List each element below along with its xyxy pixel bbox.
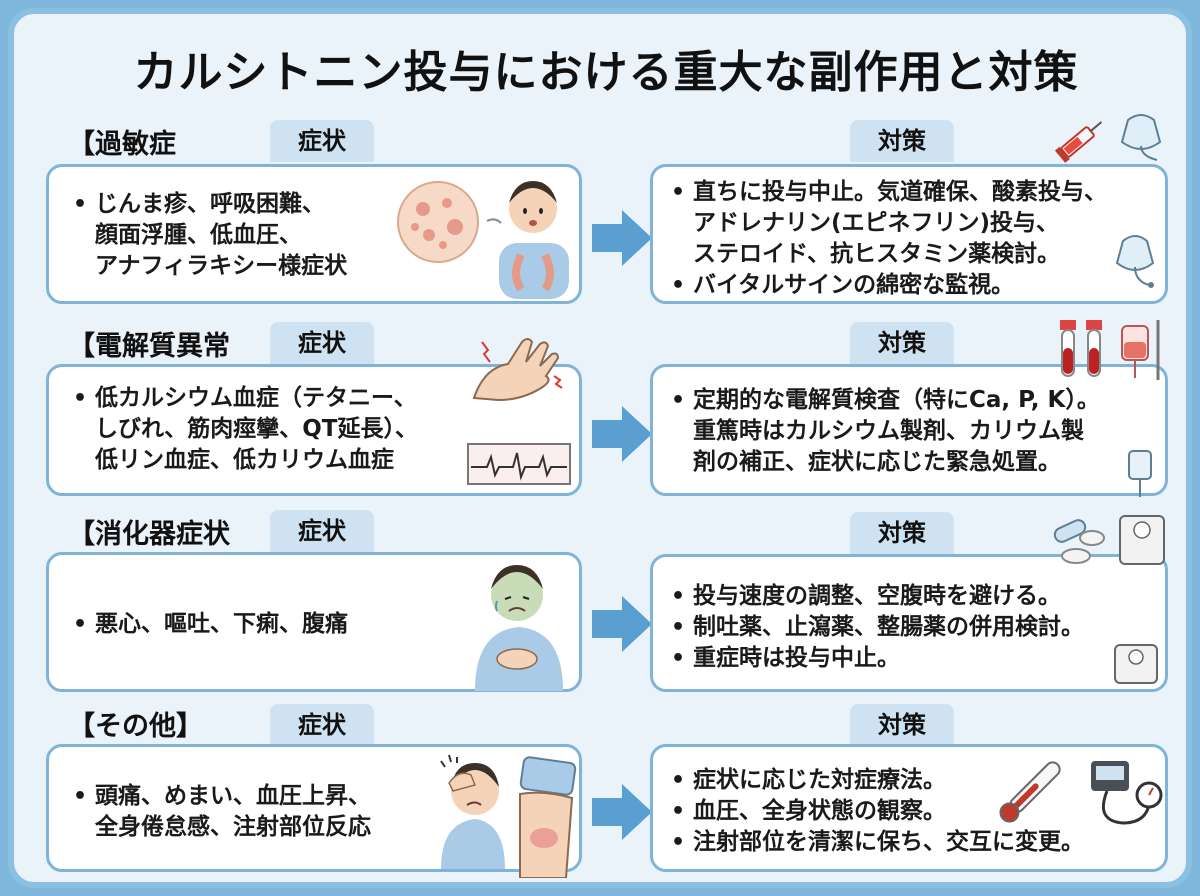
- symptom-tab: 症状: [270, 510, 374, 552]
- blood-pressure-monitor-icon: [1091, 761, 1163, 825]
- symptom-panel-gastrointestinal: 悪心、嘔吐、下痢、腹痛: [46, 552, 582, 692]
- injection-site-arm-icon: [519, 756, 577, 878]
- measure-item: 定期的な電解質検査（特にCa, P, K）。 重篤時はカルシウム製剤、カリウム製…: [667, 385, 1100, 478]
- blood-tube-icon: [1060, 320, 1102, 377]
- symptom-item: 低カルシウム血症（テタニー、 しびれ、筋肉痙攣、QT延長）、 低リン血症、低カリ…: [69, 383, 418, 476]
- weight-scale-icon: [1114, 644, 1158, 684]
- measure-tab: 対策: [850, 704, 954, 746]
- measure-panel-electrolyte: 定期的な電解質検査（特にCa, P, K）。 重篤時はカルシウム製剤、カリウム製…: [650, 364, 1168, 497]
- oxygen-mask-icon: [1115, 235, 1155, 288]
- arrow-right-icon: [592, 210, 652, 266]
- page-title: カルシトニン投与における重大な副作用と対策: [133, 47, 1079, 98]
- section-heading-hypersensitivity: 【過敏症: [68, 129, 176, 160]
- symptom-panel-hypersensitivity: じんま疹、呼吸困難、 顔面浮腫、低血圧、 アナフィラキシー様症状: [46, 164, 582, 304]
- nauseous-person-icon: [475, 565, 563, 691]
- oxygen-mask-icon: [1120, 114, 1162, 161]
- measure-item: 制吐薬、止瀉薬、整腸薬の併用検討。: [667, 612, 1084, 643]
- ecg-strip-icon: [467, 443, 571, 485]
- measure-panel-other: 症状に応じた対症療法。 血圧、全身状態の観察。 注射部位を清潔に保ち、交互に変更…: [650, 744, 1168, 872]
- measure-item: バイタルサインの綿密な監視。: [667, 270, 1107, 301]
- section-heading-gastrointestinal: 【消化器症状: [68, 519, 230, 550]
- weight-scale-icon: [1119, 515, 1165, 565]
- iv-bag-icon: [1128, 450, 1152, 497]
- symptom-tab: 症状: [270, 120, 374, 162]
- symptom-panel-electrolyte: 低カルシウム血症（テタニー、 しびれ、筋肉痙攣、QT延長）、 低リン血症、低カリ…: [46, 364, 582, 496]
- breathless-person-icon: [486, 181, 569, 299]
- symptom-item: 頭痛、めまい、血圧上昇、 全身倦怠感、注射部位反応: [69, 781, 371, 843]
- arrow-right-icon: [592, 406, 652, 462]
- measure-item: 血圧、全身状態の観察。: [667, 796, 1084, 827]
- measure-item: 投与速度の調整、空腹時を避ける。: [667, 581, 1084, 612]
- measure-tab: 対策: [850, 512, 954, 554]
- symptom-tab: 症状: [270, 704, 374, 746]
- headache-person-icon: [440, 754, 505, 869]
- measure-tab: 対策: [850, 120, 954, 162]
- arrow-right-icon: [592, 596, 652, 652]
- iv-bag-icon: [1121, 320, 1160, 380]
- symptom-tab: 症状: [270, 322, 374, 364]
- section-heading-electrolyte: 【電解質異常: [68, 331, 230, 362]
- measure-item: 直ちに投与中止。気道確保、酸素投与、 アドレナリン(エピネフリン)投与、 ステロ…: [667, 177, 1107, 270]
- pills-icon: [1053, 519, 1105, 564]
- measure-tab: 対策: [850, 322, 954, 364]
- measure-item: 重症時は投与中止。: [667, 643, 1084, 674]
- symptom-panel-other: 頭痛、めまい、血圧上昇、 全身倦怠感、注射部位反応: [46, 744, 582, 872]
- infographic-frame: カルシトニン投与における重大な副作用と対策 【過敏症 症状 対策 じんま疹、呼吸…: [8, 8, 1192, 888]
- symptom-item: 悪心、嘔吐、下痢、腹痛: [69, 609, 348, 640]
- syringe-icon: [1054, 121, 1103, 163]
- measure-item: 症状に応じた対症療法。: [667, 765, 1084, 796]
- thermometer-icon: [999, 761, 1061, 823]
- cramping-hand-icon: [472, 338, 563, 402]
- measure-panel-hypersensitivity: 直ちに投与中止。気道確保、酸素投与、 アドレナリン(エピネフリン)投与、 ステロ…: [650, 164, 1168, 304]
- symptom-item: じんま疹、呼吸困難、 顔面浮腫、低血圧、 アナフィラキシー様症状: [69, 189, 347, 282]
- rash-icon: [397, 181, 479, 263]
- section-heading-other: 【その他】: [68, 711, 203, 742]
- arrow-right-icon: [592, 784, 652, 840]
- measure-panel-gastrointestinal: 投与速度の調整、空腹時を避ける。 制吐薬、止瀉薬、整腸薬の併用検討。 重症時は投…: [650, 554, 1168, 692]
- measure-item: 注射部位を清潔に保ち、交互に変更。: [667, 827, 1084, 858]
